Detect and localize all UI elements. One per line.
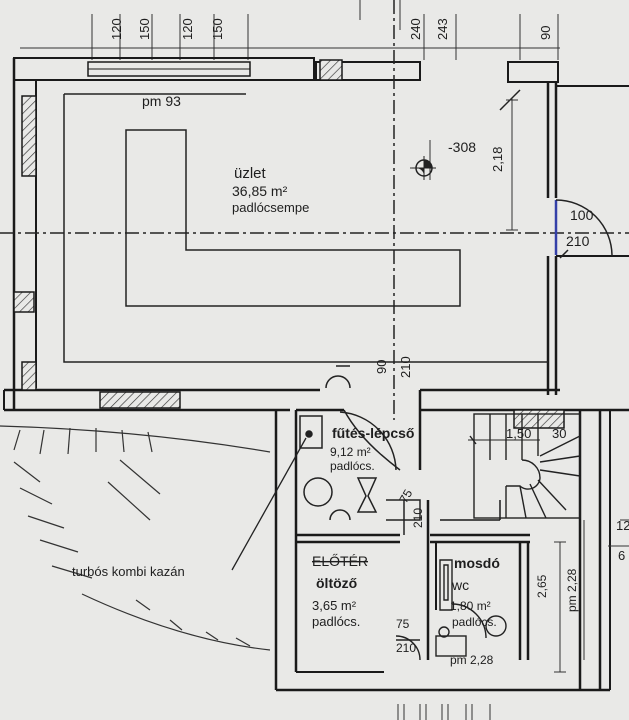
staircase (468, 413, 581, 519)
dim-top-2: 150 (137, 18, 152, 40)
door-height-label: 210 (566, 233, 590, 249)
dim-top-4: 150 (210, 18, 225, 40)
wash-name: mosdó (454, 555, 500, 571)
dim-210-lower: 210 (396, 641, 416, 655)
dim-top-3: 120 (180, 18, 195, 40)
top-dimension-line (20, 0, 560, 60)
top-dimension-labels: 120 150 120 150 240 243 90 (109, 18, 553, 40)
dressing-old-name: ELŐTÉR (312, 553, 368, 569)
hatched-walls (13, 59, 565, 429)
dim-top-6: 243 (435, 18, 450, 40)
vert-dim-90: 90 (374, 360, 389, 374)
boiler-leader (231, 437, 307, 571)
stair-room-details (299, 409, 421, 535)
walls (3, 57, 629, 692)
washroom-fixtures (395, 559, 507, 661)
stair-room-area: 9,12 m² (330, 445, 371, 459)
wash-area: 1,80 m² (450, 599, 491, 613)
shop-area: 36,85 m² (232, 183, 288, 199)
ceiling-height-label: pm 93 (142, 93, 181, 109)
stair-room-name: fűtés-lépcső (332, 425, 414, 441)
pm-228-lower: pm 2,28 (450, 653, 494, 667)
wash-sub: wc (451, 577, 469, 593)
door-width-label: 100 (570, 207, 594, 223)
dim-265-label: 2,65 (535, 574, 549, 598)
stair-room-floor: padlócs. (330, 459, 375, 473)
vert-dim-210: 210 (398, 356, 413, 378)
counter-outline (63, 89, 548, 363)
shop-name: üzlet (234, 165, 267, 182)
level-mark-label: -308 (448, 139, 476, 155)
dressing-area: 3,65 m² (312, 598, 357, 613)
dim-top-1: 120 (109, 18, 124, 40)
chimney (325, 365, 351, 389)
right-dim-lines (554, 519, 629, 673)
entry-door (554, 199, 613, 259)
right-edge-6: 6 (618, 548, 625, 563)
dressing-floor: padlócs. (312, 614, 360, 629)
shop-floor: padlócsempe (232, 200, 309, 215)
dim-75-lower: 75 (396, 617, 410, 631)
pm-228-right: pm 2,28 (565, 568, 579, 612)
dim-210-upper: 210 (411, 508, 425, 528)
dim-top-5: 240 (408, 18, 423, 40)
level-symbol (412, 156, 436, 180)
section-line (0, 0, 629, 420)
curved-steps (0, 425, 271, 651)
right-edge-12: 12 (616, 518, 629, 533)
dim-75-upper: 75 (396, 487, 415, 506)
stair-dim-150: 1,50 (506, 426, 531, 441)
wash-floor: padlócs. (452, 615, 497, 629)
stair-dim-30: 30 (552, 426, 566, 441)
dressing-name: öltöző (316, 575, 357, 591)
dim-218-label: 2,18 (490, 147, 505, 172)
dim-top-7: 90 (538, 26, 553, 40)
bottom-stubs (397, 704, 491, 720)
boiler-label: turbós kombi kazán (72, 564, 185, 579)
